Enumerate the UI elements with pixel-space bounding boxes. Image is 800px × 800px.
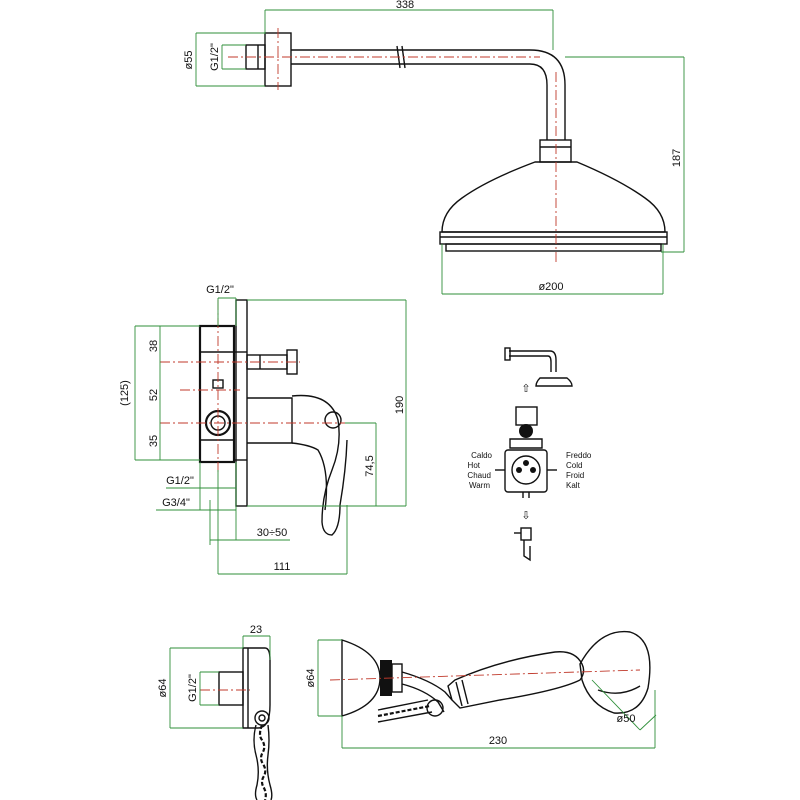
flow-diagram: ⇧ Caldo Hot Chaud Warm Freddo Cold Froid… xyxy=(467,347,592,562)
head-collar xyxy=(539,139,572,163)
hand-hose-nut xyxy=(426,699,444,717)
outlet-hose xyxy=(258,724,267,800)
hand-holder-cup xyxy=(341,639,381,717)
shower-head-face xyxy=(445,243,662,252)
dim-arm-thread: G1/2" xyxy=(209,43,221,71)
shower-head-rim xyxy=(439,231,668,245)
flow-cross-pipe xyxy=(509,438,543,449)
dim-mixer-plate-height: 190 xyxy=(394,396,406,414)
shower-arm-assembly: 338 ø55 G1/2" 187 ø200 xyxy=(183,0,685,295)
outlet-connector xyxy=(254,710,270,726)
dim-hand-holder: ø64 xyxy=(305,669,317,688)
arm-pipe-top-edge xyxy=(291,49,566,140)
lever-housing xyxy=(247,397,293,444)
hot-label-fr: Chaud xyxy=(467,471,491,480)
flow-diverter-ball xyxy=(519,424,533,438)
flow-diverter-box xyxy=(515,406,538,426)
flow-valve-dial xyxy=(511,455,541,485)
hand-hose xyxy=(377,704,431,718)
dim-outlet-diameter: ø64 xyxy=(157,679,169,698)
dim-outlet-depth: 23 xyxy=(250,624,262,636)
mixer-wall-plate xyxy=(235,299,248,507)
dim-mixer-total: (125) xyxy=(119,380,131,406)
dim-mixer-lower: 35 xyxy=(148,435,160,447)
flow-shower-arm xyxy=(509,350,557,372)
dim-mixer-lever: 74,5 xyxy=(364,455,376,476)
dim-mixer-thread-bottom: G3/4" xyxy=(162,497,190,509)
hot-label-de: Warm xyxy=(469,481,490,490)
lever-handle xyxy=(291,394,348,536)
dim-hand-length: 230 xyxy=(489,735,507,747)
cold-label-fr: Froid xyxy=(566,471,584,480)
shower-head-bell xyxy=(441,161,666,233)
dim-mixer-thread-top: G1/2" xyxy=(206,284,234,296)
dim-mixer-upper: 38 xyxy=(148,340,160,352)
dim-mixer-depth: 30÷50 xyxy=(257,527,288,539)
dim-outlet-thread: G1/2" xyxy=(187,674,199,702)
mixer-body xyxy=(198,324,236,464)
outlet-wall-bracket xyxy=(242,647,271,729)
dim-arm-flange: ø55 xyxy=(183,51,195,70)
hand-neck xyxy=(401,671,453,701)
outlet-thread-stub xyxy=(218,671,244,706)
flow-valve-body xyxy=(504,449,548,493)
dim-hand-head: ø50 xyxy=(617,713,636,725)
arm-pipe-bottom-edge xyxy=(291,63,548,140)
cold-label-it: Freddo xyxy=(566,451,592,460)
dim-arm-height: 187 xyxy=(671,149,683,167)
flow-arrow-down: ⇩ xyxy=(521,510,530,522)
dim-mixer-width: 111 xyxy=(274,561,291,573)
dim-mixer-thread-mid: G1/2" xyxy=(166,475,194,487)
cold-label-en: Cold xyxy=(566,461,582,470)
flow-arrow-up: ⇧ xyxy=(521,383,530,395)
lever-cap xyxy=(324,411,342,429)
hand-handle xyxy=(447,651,585,709)
flow-hand-outlet xyxy=(520,527,532,541)
concealed-mixer-assembly: G1/2" 38 52 35 (125) 190 74,5 G1/2" G3/4… xyxy=(119,284,407,575)
cold-label-de: Kalt xyxy=(566,481,581,490)
hand-shower-head xyxy=(579,630,651,714)
hot-label-it: Caldo xyxy=(471,451,492,460)
flow-hand-shower xyxy=(523,540,531,562)
dim-arm-length: 338 xyxy=(396,0,414,11)
wall-outlet-assembly: 23 ø64 G1/2" xyxy=(157,624,273,800)
hand-shower-assembly: ø64 230 ø50 xyxy=(305,630,657,749)
dim-head-diameter: ø200 xyxy=(538,281,563,293)
hot-label-en: Hot xyxy=(468,461,481,470)
dim-mixer-middle: 52 xyxy=(148,389,160,401)
flow-shower-head xyxy=(535,377,573,387)
